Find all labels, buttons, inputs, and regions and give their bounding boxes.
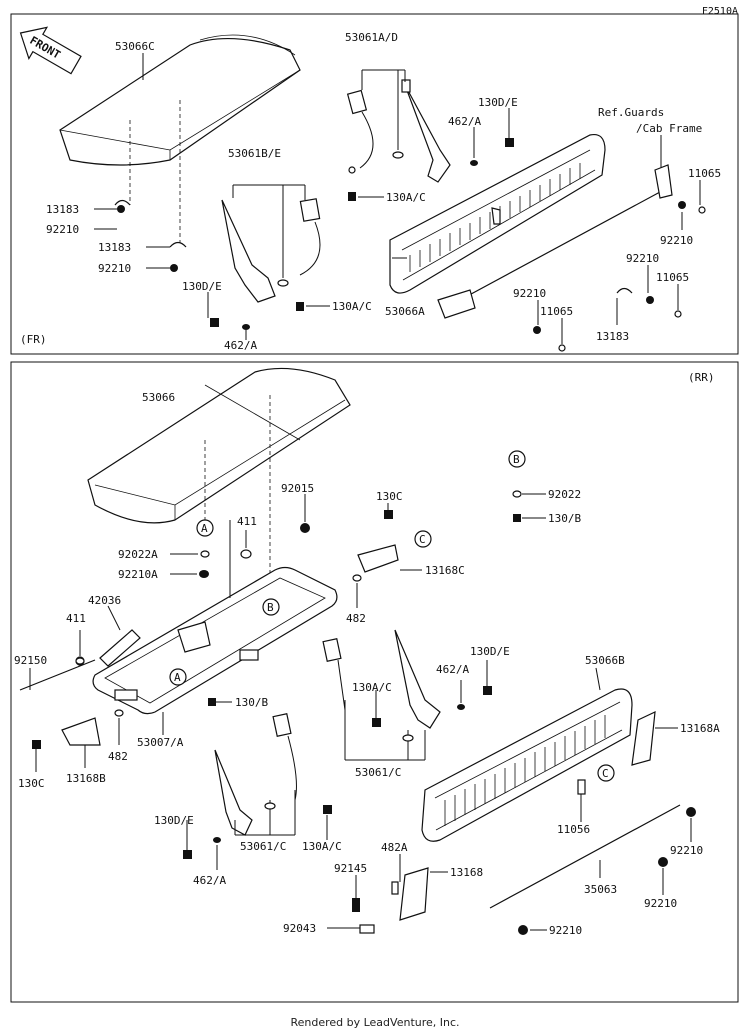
front-section-frame: [10, 13, 739, 355]
label-462A-1: 462/A: [448, 115, 481, 128]
label-92210-8: 92210: [549, 924, 582, 937]
label-462A-3: 462/A: [436, 663, 469, 676]
label-462A-2: 462/A: [224, 339, 257, 352]
label-130B-1: 130/B: [548, 512, 581, 525]
label-130AC-3: 130A/C: [352, 681, 392, 694]
svg-text:C: C: [419, 533, 426, 546]
leader-lines: [29, 53, 701, 931]
section-rear-label: (RR): [688, 371, 715, 384]
callout-b-frame: B: [262, 598, 280, 616]
callout-c-top: C: [414, 530, 432, 548]
svg-text:B: B: [513, 453, 520, 466]
label-130DE-4: 130D/E: [154, 814, 194, 827]
front-arrow-icon: FRONT: [19, 26, 82, 75]
ref-note-line1: Ref.Guards: [598, 106, 664, 119]
label-92210-4: 92210: [98, 262, 131, 275]
label-92150: 92150: [14, 654, 47, 667]
label-130DE-2: 130D/E: [182, 280, 222, 293]
front-seat-cushion: [59, 34, 301, 245]
bracket-13168A: [631, 711, 656, 766]
label-130AC-2: 130A/C: [332, 300, 372, 313]
label-411-1: 411: [237, 515, 257, 528]
label-53066: 53066: [142, 391, 175, 404]
label-53061AD: 53061A/D: [345, 31, 398, 44]
rear-seatbelt-right: [322, 629, 441, 729]
label-92210-7: 92210: [644, 897, 677, 910]
label-11056: 11056: [557, 823, 590, 836]
label-53007A: 53007/A: [137, 736, 184, 749]
label-13168B: 13168B: [66, 772, 106, 785]
label-13168: 13168: [450, 866, 483, 879]
label-130DE-3: 130D/E: [470, 645, 510, 658]
label-92022A: 92022A: [118, 548, 158, 561]
label-411-2: 411: [66, 612, 86, 625]
label-92022: 92022: [548, 488, 581, 501]
footer-credit: Rendered by LeadVenture, Inc.: [290, 1016, 460, 1029]
front-seatbelt-a: [346, 69, 451, 183]
label-130C-2: 130C: [18, 777, 45, 790]
figure-code: F2510A: [701, 6, 738, 17]
bracket-13168: [399, 867, 429, 921]
callout-a-bottom: A: [169, 668, 187, 686]
svg-text:C: C: [602, 767, 609, 780]
label-92015: 92015: [281, 482, 314, 495]
label-482A: 482A: [381, 841, 408, 854]
label-482-1: 482: [346, 612, 366, 625]
label-11065-1: 11065: [688, 167, 721, 180]
label-53061BE: 53061B/E: [228, 147, 281, 160]
label-130AC-4: 130A/C: [302, 840, 342, 853]
label-92145: 92145: [334, 862, 367, 875]
label-53066A: 53066A: [385, 305, 425, 318]
label-53061C-1: 53061/C: [355, 766, 401, 779]
label-53061C-2: 53061/C: [240, 840, 286, 853]
callout-a-top: A: [196, 519, 214, 537]
label-13183-1: 13183: [46, 203, 79, 216]
label-92210A: 92210A: [118, 568, 158, 581]
label-53066C: 53066C: [115, 40, 155, 53]
label-11065-2: 11065: [656, 271, 689, 284]
label-130C-1: 130C: [376, 490, 403, 503]
bracket-13168C: [357, 544, 399, 573]
label-92210-1: 92210: [660, 234, 693, 247]
section-front-label: (FR): [20, 333, 47, 346]
rear-seatbelt-left: [214, 713, 297, 836]
label-35063: 35063: [584, 883, 617, 896]
svg-text:A: A: [174, 671, 181, 684]
label-13183-3: 13183: [596, 330, 629, 343]
label-482-2: 482: [108, 750, 128, 763]
label-13183-2: 13183: [98, 241, 131, 254]
label-42036: 42036: [88, 594, 121, 607]
svg-text:B: B: [267, 601, 274, 614]
label-92210-6: 92210: [670, 844, 703, 857]
bracket-13168B: [61, 717, 101, 746]
label-92210-2: 92210: [626, 252, 659, 265]
label-92043: 92043: [283, 922, 316, 935]
callout-c-right: C: [597, 764, 615, 782]
label-130AC-1: 130A/C: [386, 191, 426, 204]
callout-b-detail: B: [508, 450, 526, 468]
label-13168C: 13168C: [425, 564, 465, 577]
label-92210-5: 92210: [513, 287, 546, 300]
svg-text:A: A: [201, 522, 208, 535]
label-13168A: 13168A: [680, 722, 720, 735]
front-seatbelt-b: [221, 184, 321, 303]
label-92210-3: 92210: [46, 223, 79, 236]
label-130DE-1: 130D/E: [478, 96, 518, 109]
label-11065-3: 11065: [540, 305, 573, 318]
rear-section-frame: [10, 361, 739, 1003]
ref-note-line2: /Cab Frame: [636, 122, 702, 135]
rear-seat-back: [421, 688, 681, 909]
label-130B-2: 130/B: [235, 696, 268, 709]
hardware-items: [32, 138, 706, 935]
label-53066B: 53066B: [585, 654, 625, 667]
rear-seat-cushion: [87, 367, 351, 600]
label-462A-4: 462/A: [193, 874, 226, 887]
